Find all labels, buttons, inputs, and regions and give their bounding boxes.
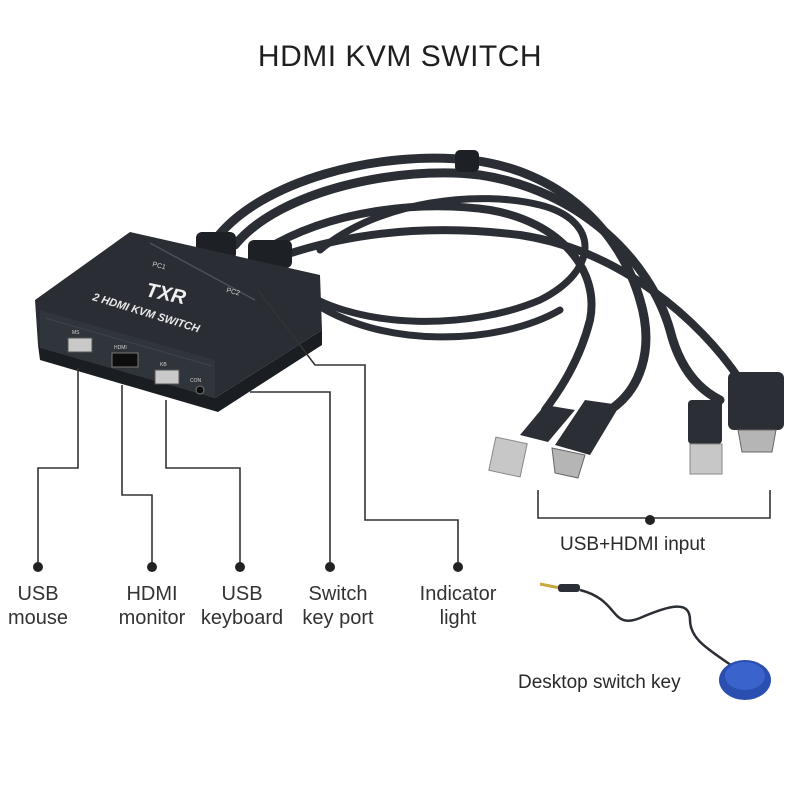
device-port-hdmi: HDMI: [114, 345, 127, 351]
callout-switch-key-port-line1: Switch: [308, 583, 368, 605]
usb-plug-right: [688, 400, 723, 475]
callout-usb-keyboard-line1: USB: [221, 583, 263, 605]
usb-plug-left: [488, 405, 575, 478]
kvm-switch-body: [35, 232, 322, 412]
callout-hdmi-monitor: HDMI monitor: [110, 582, 194, 630]
device-port-ms: MS: [72, 330, 80, 336]
callout-switch-key-port: Switch key port: [292, 582, 384, 630]
cable-ferrules: [196, 150, 479, 268]
device-port-pc2: PC2: [225, 287, 240, 297]
cable-bundle: [210, 153, 744, 415]
callout-usb-keyboard-line2: keyboard: [200, 607, 284, 629]
callout-switch-key-port-line2: key port: [302, 607, 374, 629]
device-port-con: CON: [190, 378, 202, 384]
desktop-switch-key: [539, 582, 771, 700]
callout-indicator-light-line2: light: [439, 607, 477, 629]
desktop-switch-key-label: Desktop switch key: [518, 672, 681, 693]
page-title: HDMI KVM SWITCH: [257, 40, 543, 73]
callout-dots: [33, 515, 655, 572]
device-port-kb: KB: [160, 362, 167, 368]
usb-hdmi-input-label: USB+HDMI input: [560, 534, 706, 555]
callout-hdmi-monitor-line2: monitor: [118, 607, 186, 629]
callout-usb-mouse: USB mouse: [0, 582, 76, 630]
callout-hdmi-monitor-line1: HDMI: [126, 583, 178, 605]
hdmi-plug-right: [728, 372, 784, 453]
callout-usb-keyboard: USB keyboard: [194, 582, 290, 630]
callout-usb-mouse-line1: USB: [17, 583, 59, 605]
callout-indicator-light: Indicator light: [408, 582, 508, 630]
hdmi-plug-left: [551, 400, 620, 479]
callout-indicator-light-line1: Indicator: [419, 583, 497, 605]
callout-usb-mouse-line2: mouse: [7, 607, 69, 629]
device-port-pc1: PC1: [151, 261, 166, 271]
